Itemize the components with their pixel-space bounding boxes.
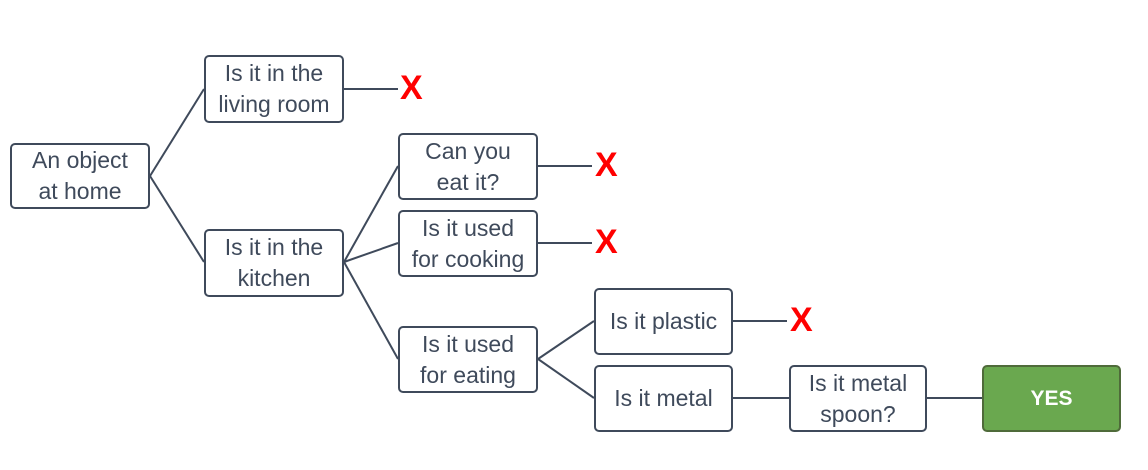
reject-mark-living-room: X bbox=[400, 69, 423, 107]
edge-kitchen-eat bbox=[343, 165, 399, 263]
node-yes: YES bbox=[982, 365, 1121, 432]
reject-mark-eat: X bbox=[595, 146, 618, 184]
node-living-room-label: Is it in the living room bbox=[218, 60, 330, 117]
edge-root-living-room bbox=[149, 88, 205, 177]
node-kitchen-label: Is it in the kitchen bbox=[224, 234, 324, 291]
node-eating-label: Is it used for eating bbox=[420, 330, 516, 388]
reject-mark-plastic: X bbox=[790, 301, 813, 339]
node-metal: Is it metal bbox=[594, 365, 733, 432]
node-root-label: An object at home bbox=[32, 147, 128, 204]
node-cooking-label: Is it used for cooking bbox=[411, 214, 525, 272]
edge-kitchen-cooking bbox=[343, 242, 399, 263]
edge-root-kitchen bbox=[149, 175, 205, 263]
node-eat-label: Can you eat it? bbox=[425, 137, 511, 195]
node-living-room: Is it in the living room bbox=[204, 55, 344, 123]
node-eating: Is it used for eating bbox=[398, 326, 538, 393]
node-eat: Can you eat it? bbox=[398, 133, 538, 200]
node-spoon: Is it metal spoon? bbox=[789, 365, 927, 432]
node-plastic: Is it plastic bbox=[594, 288, 733, 355]
edge-eating-plastic bbox=[537, 320, 595, 360]
node-metal-label: Is it metal bbox=[614, 385, 713, 411]
node-plastic-label: Is it plastic bbox=[609, 308, 718, 334]
edge-kitchen-eating bbox=[343, 261, 399, 360]
node-kitchen: Is it in the kitchen bbox=[204, 229, 344, 297]
node-yes-label: YES bbox=[1030, 387, 1073, 410]
edge-eating-metal bbox=[537, 358, 595, 399]
node-cooking: Is it used for cooking bbox=[398, 210, 538, 277]
reject-mark-cooking: X bbox=[595, 223, 618, 261]
node-spoon-label: Is it metal spoon? bbox=[808, 369, 908, 427]
node-root: An object at home bbox=[10, 143, 150, 209]
